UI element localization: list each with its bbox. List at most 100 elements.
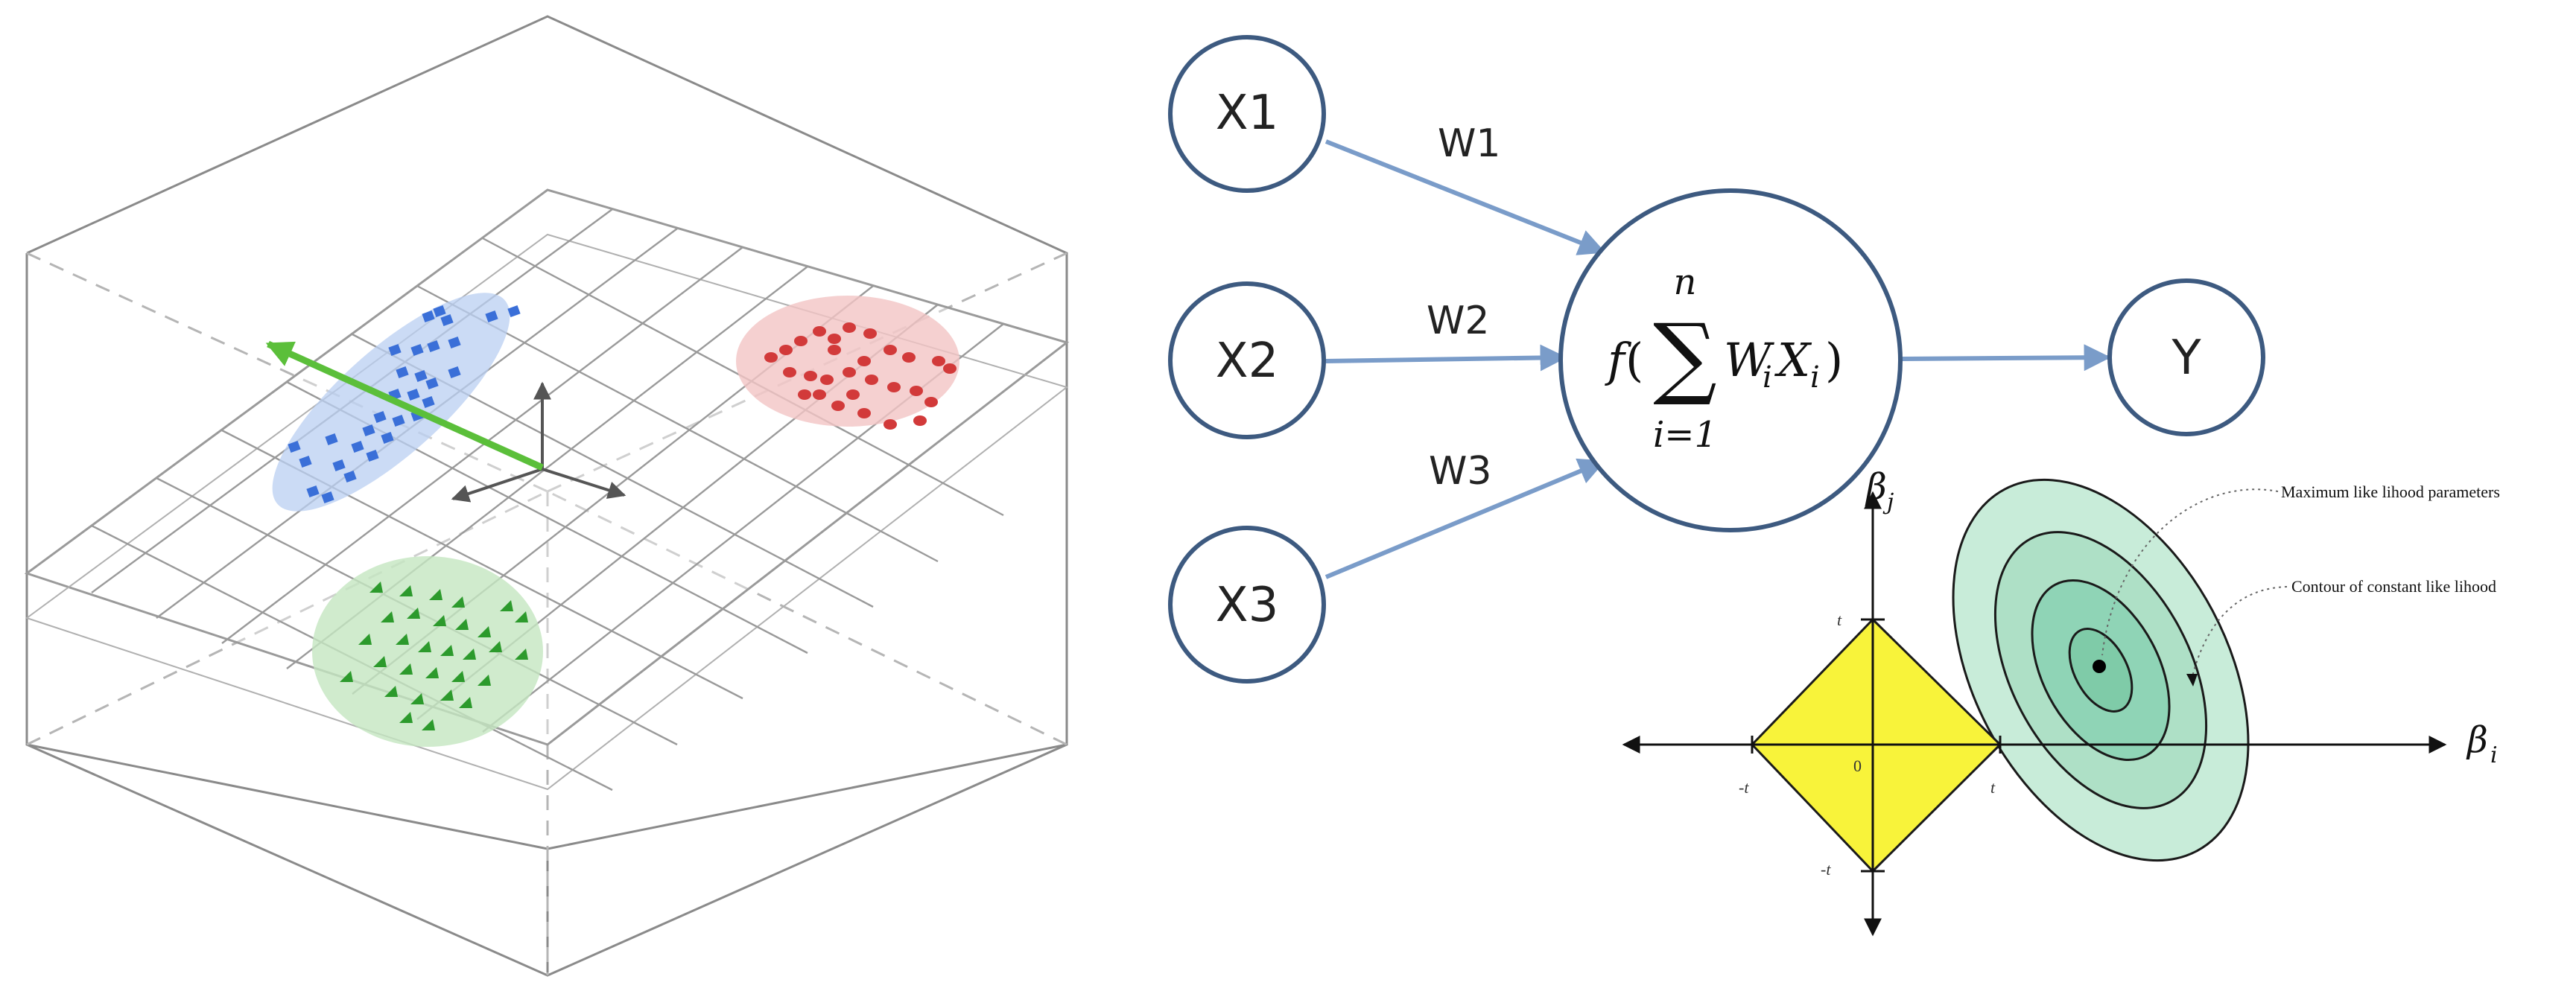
red-circle-marker xyxy=(863,328,877,339)
green-triangle-marker xyxy=(399,663,413,675)
red-circle-marker xyxy=(828,345,841,355)
blue-square-marker xyxy=(388,343,402,357)
weight-w2-label: W2 xyxy=(1427,299,1490,343)
term-x: X xyxy=(1774,333,1812,387)
edge-neuron-y xyxy=(1900,344,2111,372)
origin-label: 0 xyxy=(1853,756,1862,775)
green-triangle-marker xyxy=(369,582,383,593)
open-paren: ( xyxy=(1625,333,1643,387)
green-triangle-marker xyxy=(399,712,413,723)
origin-axes xyxy=(451,381,626,503)
mle-point xyxy=(2093,660,2106,673)
term-x-subscript: i xyxy=(1810,360,1820,395)
sum-sign: ∑ xyxy=(1653,305,1717,409)
green-triangle-marker xyxy=(459,697,472,708)
green-triangle-marker xyxy=(407,608,420,619)
blue-square-marker xyxy=(485,310,498,323)
blue-square-marker xyxy=(381,431,394,445)
red-circle-marker xyxy=(828,334,841,344)
red-circle-marker xyxy=(783,367,796,378)
red-circle-marker xyxy=(887,382,901,392)
input-node-x3: X3 xyxy=(1168,526,1326,684)
input-x2-label: X2 xyxy=(1216,334,1279,389)
green-triangle-marker xyxy=(373,656,387,667)
input-x3-label: X3 xyxy=(1216,578,1279,633)
blue-square-marker xyxy=(343,470,357,483)
blue-square-marker xyxy=(288,440,301,453)
output-y-label: Y xyxy=(2171,331,2201,386)
weight-w1-label: W1 xyxy=(1438,121,1501,166)
red-circle-marker xyxy=(779,345,793,355)
projection-plane-grid xyxy=(24,188,1070,791)
blue-square-marker xyxy=(321,491,334,504)
blue-square-marker xyxy=(448,366,461,379)
sum-lower-limit: i=1 xyxy=(1653,414,1717,456)
blue-square-marker xyxy=(410,343,424,357)
beta-i-subscript: i xyxy=(2490,742,2498,768)
red-circle-marker xyxy=(794,336,808,346)
red-circle-marker xyxy=(913,415,927,426)
green-triangle-marker xyxy=(455,619,469,630)
green-triangle-marker xyxy=(425,667,439,678)
blue-square-marker xyxy=(448,336,461,349)
tick-neg-t-left: -t xyxy=(1739,778,1749,797)
blue-cluster-points xyxy=(288,305,521,504)
input-node-x1: X1 xyxy=(1168,35,1326,193)
green-triangle-marker xyxy=(358,634,372,645)
red-circle-marker xyxy=(831,401,845,411)
edge-x2-neuron xyxy=(1325,344,1567,372)
green-triangle-marker xyxy=(410,693,424,704)
red-circle-marker xyxy=(846,389,860,400)
tick-t-right: t xyxy=(1990,778,1996,797)
red-circle-marker xyxy=(910,386,923,396)
lda-3d-panel xyxy=(24,15,1070,977)
beta-j-label: β xyxy=(1865,466,1887,508)
green-triangle-marker xyxy=(422,719,435,730)
green-cluster-points xyxy=(340,582,528,730)
red-circle-marker xyxy=(843,322,856,333)
blue-square-marker xyxy=(414,369,428,383)
green-triangle-marker xyxy=(396,634,409,645)
blue-square-marker xyxy=(422,395,435,409)
mle-annotation: Maximum like lihood parameters xyxy=(2281,482,2500,501)
blue-square-marker xyxy=(306,485,320,498)
blue-square-marker xyxy=(407,388,420,401)
red-circle-marker xyxy=(924,397,938,407)
green-triangle-marker xyxy=(500,600,513,611)
discriminant-direction-arrow xyxy=(265,340,544,471)
red-circle-marker xyxy=(764,352,778,363)
close-paren: ) xyxy=(1825,333,1843,387)
red-circle-marker xyxy=(883,419,897,430)
red-circle-marker xyxy=(932,356,945,366)
blue-square-marker xyxy=(362,424,375,437)
axis-ticks xyxy=(1751,618,2002,873)
blue-square-marker xyxy=(299,455,312,468)
green-triangle-marker xyxy=(478,626,491,637)
blue-square-marker xyxy=(507,305,521,318)
green-triangle-marker xyxy=(384,686,398,697)
blue-square-marker xyxy=(396,366,409,379)
green-triangle-marker xyxy=(429,589,442,600)
blue-square-marker xyxy=(422,310,435,323)
blue-square-marker xyxy=(332,459,346,472)
red-cluster-points xyxy=(764,322,957,430)
green-triangle-marker xyxy=(489,641,502,652)
input-node-x2: X2 xyxy=(1168,281,1326,439)
red-circle-marker xyxy=(798,389,811,400)
term-w-subscript: i xyxy=(1763,360,1772,395)
green-triangle-marker xyxy=(399,585,413,596)
tick-neg-t-bottom: -t xyxy=(1821,860,1831,879)
beta-i-label: β xyxy=(2466,719,2488,761)
red-circle-marker xyxy=(883,345,897,355)
sum-upper-limit: n xyxy=(1674,261,1697,303)
red-circle-marker xyxy=(943,363,957,374)
green-triangle-marker xyxy=(451,596,465,608)
green-triangle-marker xyxy=(440,645,454,656)
red-circle-marker xyxy=(820,375,834,385)
red-cluster-halo xyxy=(736,296,959,427)
red-circle-marker xyxy=(902,352,916,363)
contour-leader-line xyxy=(2191,586,2288,680)
green-triangle-marker xyxy=(433,615,446,626)
input-x1-label: X1 xyxy=(1216,86,1279,141)
